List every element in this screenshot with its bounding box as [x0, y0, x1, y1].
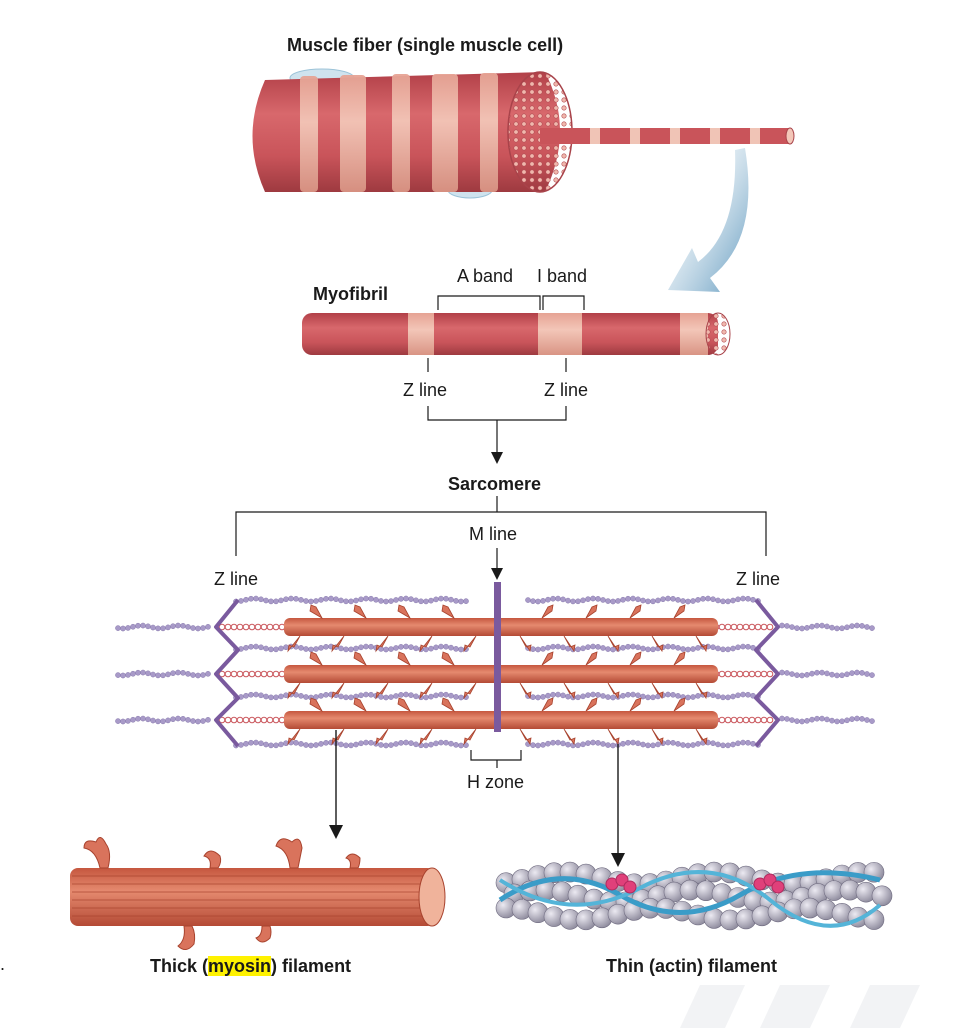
- zoom-arrow: [668, 148, 749, 292]
- actin-strand: [525, 691, 761, 701]
- titin-coil: [218, 670, 286, 678]
- myofibril-illustration: [302, 312, 731, 356]
- z-line-label-left: Z line: [403, 380, 448, 400]
- titin-coil: [218, 716, 286, 724]
- actin-strand: [233, 691, 469, 701]
- z-lines: [214, 598, 780, 748]
- m-line-label: M line: [469, 524, 518, 544]
- actin-strand: [233, 595, 469, 605]
- sarcomere-z-line-right: Z line: [736, 569, 781, 589]
- actin-strand-outer: [115, 622, 211, 632]
- h-zone-label: H zone: [467, 772, 525, 792]
- actin-strand-outer: [779, 622, 875, 632]
- actin-strand-outer: [115, 715, 211, 725]
- actin-strand-outer: [779, 669, 875, 679]
- sarcomere-label: Sarcomere: [448, 474, 542, 494]
- titin-coil: [218, 623, 286, 631]
- m-line: [494, 582, 501, 732]
- titin-coil: [712, 623, 774, 631]
- muscle-fiber-illustration: [252, 68, 795, 199]
- myosin-highlight: myosin: [208, 956, 272, 976]
- myofibril-label: Myofibril: [313, 284, 388, 304]
- actin-strand-outer: [779, 715, 875, 725]
- h-zone-bracket: [470, 750, 522, 761]
- sarcomere-bracket: [235, 496, 767, 580]
- actin-strand: [525, 739, 761, 749]
- i-band-label: I band: [537, 266, 588, 286]
- stray-period: .: [0, 954, 6, 974]
- actin-strand: [233, 643, 469, 653]
- muscle-fiber-title: Muscle fiber (single muscle cell): [287, 35, 564, 55]
- myofibril-brackets: [427, 295, 585, 464]
- actin-strand: [525, 643, 761, 653]
- watermark: [680, 985, 920, 1028]
- titin-coil: [712, 670, 774, 678]
- thin-filament-illustration: [495, 861, 893, 931]
- actin-strand: [233, 739, 469, 749]
- titin-coil: [712, 716, 774, 724]
- thin-filament-label: Thin (actin) filament: [606, 956, 777, 976]
- thick-filament-illustration: [70, 837, 446, 950]
- z-line-label-right: Z line: [544, 380, 589, 400]
- sarcomere-z-line-left: Z line: [214, 569, 259, 589]
- sarcomere-illustration: [115, 582, 875, 749]
- actin-strand-outer: [115, 669, 211, 679]
- actin-strand: [525, 595, 761, 605]
- thick-filament-label: Thick (myosin) filament: [150, 956, 352, 976]
- a-band-label: A band: [457, 266, 514, 286]
